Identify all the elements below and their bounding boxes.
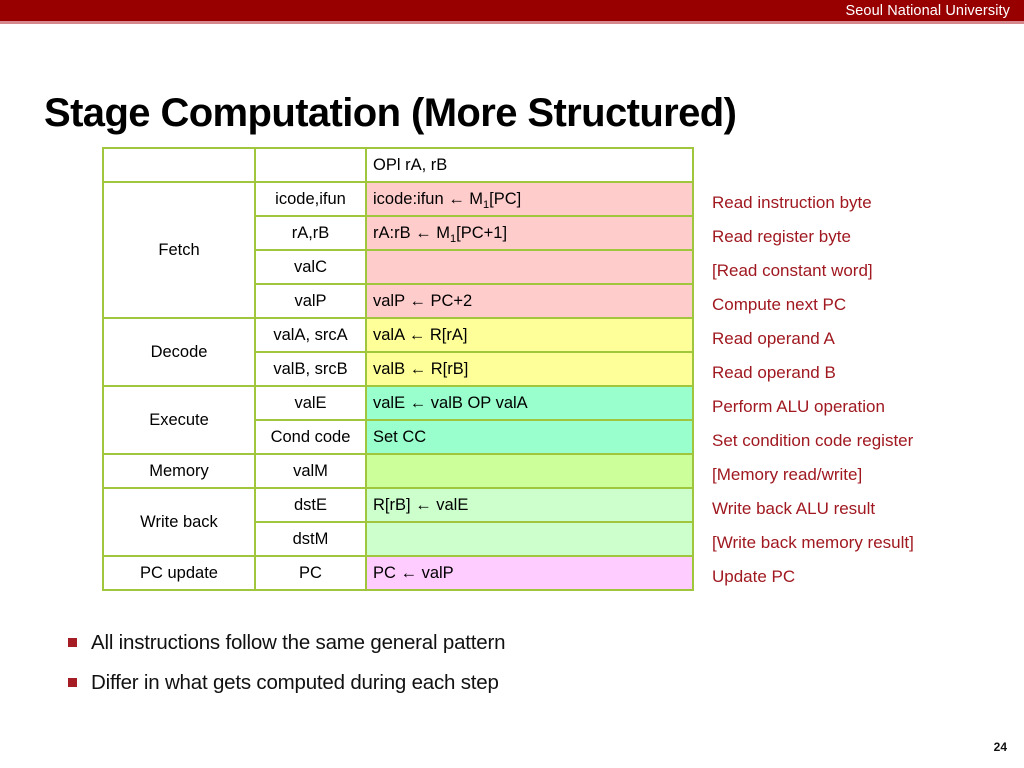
expression-cell: PC ← valP xyxy=(365,555,694,591)
header-spacer-field xyxy=(254,147,367,183)
bullet-square-icon xyxy=(68,678,77,687)
expression-cell xyxy=(365,249,694,285)
field-name-cell: dstE xyxy=(254,487,367,523)
expression-cell xyxy=(365,521,694,557)
bullet-square-icon xyxy=(68,638,77,647)
expression-cell xyxy=(365,453,694,489)
annotation-item: Update PC xyxy=(712,567,796,586)
annotation-item: Compute next PC xyxy=(712,295,847,314)
top-banner xyxy=(0,0,1024,21)
table-row: valC xyxy=(103,249,694,285)
list-item: All instructions follow the same general… xyxy=(68,630,768,656)
field-name-cell: valE xyxy=(254,385,367,421)
expression-cell: rA:rB ← M1[PC+1] xyxy=(365,215,694,251)
bullet-text: All instructions follow the same general… xyxy=(91,631,506,654)
page-number: 24 xyxy=(993,740,1007,754)
expression-cell: R[rB] ← valE xyxy=(365,487,694,523)
instruction-header-cell: OPl rA, rB xyxy=(365,147,694,183)
stage-name-cell: Memory xyxy=(102,453,256,489)
annotation-item: Perform ALU operation xyxy=(712,397,885,416)
expression-cell: valA ← R[rA] xyxy=(365,317,694,353)
field-name-cell: Cond code xyxy=(254,419,367,455)
banner-underline xyxy=(0,21,1024,24)
expression-cell: valE ← valB OP valA xyxy=(365,385,694,421)
field-name-cell: dstM xyxy=(254,521,367,557)
annotation-item: Set condition code register xyxy=(712,431,914,450)
expression-cell: Set CC xyxy=(365,419,694,455)
stage-name-cell: PC update xyxy=(102,555,256,591)
header-spacer-stage xyxy=(102,147,256,183)
field-name-cell: icode,ifun xyxy=(254,181,367,217)
field-name-cell: valB, srcB xyxy=(254,351,367,387)
annotation-item: Read instruction byte xyxy=(712,193,872,212)
field-name-cell: valP xyxy=(254,283,367,319)
page-title: Stage Computation (More Structured) xyxy=(44,90,737,135)
field-name-cell: rA,rB xyxy=(254,215,367,251)
stage-name-cell: Write back xyxy=(102,487,256,557)
expression-cell: valB ← R[rB] xyxy=(365,351,694,387)
field-name-cell: valM xyxy=(254,453,367,489)
bullet-list: All instructions follow the same general… xyxy=(68,630,768,710)
institution-label: Seoul National University xyxy=(845,3,1010,19)
annotation-item: [Read constant word] xyxy=(712,261,873,280)
annotation-item: Read operand A xyxy=(712,329,835,348)
field-name-cell: valC xyxy=(254,249,367,285)
list-item: Differ in what gets computed during each… xyxy=(68,670,768,696)
table-header-row: OPl rA, rB xyxy=(102,147,694,183)
field-name-cell: PC xyxy=(254,555,367,591)
annotation-item: Read register byte xyxy=(712,227,851,246)
expression-cell: icode:ifun ← M1[PC] xyxy=(365,181,694,217)
field-name-cell: valA, srcA xyxy=(254,317,367,353)
annotation-item: Read operand B xyxy=(712,363,836,382)
annotation-item: [Memory read/write] xyxy=(712,465,863,484)
annotation-item: [Write back memory result] xyxy=(712,533,914,552)
stage-name-cell: Fetch xyxy=(102,181,256,319)
annotation-item: Write back ALU result xyxy=(712,499,876,518)
stage-name-cell: Execute xyxy=(102,385,256,455)
bullet-text: Differ in what gets computed during each… xyxy=(91,671,499,694)
stage-name-cell: Decode xyxy=(102,317,256,387)
table-row: dstM xyxy=(103,521,694,557)
expression-cell: valP ← PC+2 xyxy=(365,283,694,319)
